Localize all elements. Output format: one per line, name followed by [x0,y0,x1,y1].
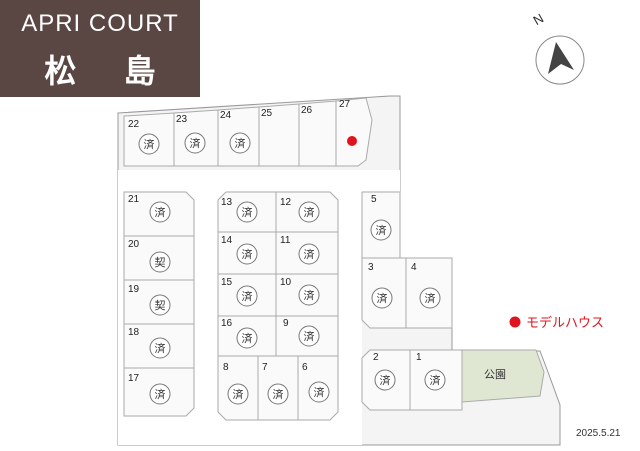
lot-26-number[interactable]: 26 [301,105,313,116]
lot-7-status-label: 済 [273,387,284,401]
compass: N [531,10,585,85]
lot-17-number[interactable]: 17 [128,373,140,384]
lot-13-number[interactable]: 13 [221,197,233,208]
lot-8-status-label: 済 [233,387,244,401]
north-arrow-icon [548,42,574,74]
lot-16-status-badge [236,327,258,349]
lot-2-status-badge [374,369,396,391]
lot-21-status-label: 済 [155,205,166,219]
lot-11-number[interactable]: 11 [280,235,291,246]
lot-15-number[interactable]: 15 [221,277,233,288]
lot-4-status-badge [419,287,441,309]
lot-5-status-badge [370,219,392,241]
lot-22-number[interactable]: 22 [128,119,140,130]
lot-row-top [123,97,373,167]
lot-19-status-label: 契 [155,298,166,312]
lot-3-status-badge [371,287,393,309]
lot-18-number[interactable]: 18 [128,327,140,338]
lot-11-status-label: 済 [304,247,315,261]
lot-10-number[interactable]: 10 [280,277,292,288]
lot-27-shape [335,97,373,167]
lot-24-status-badge [229,132,251,154]
lot-12-status-badge [298,201,320,223]
lot-3-number[interactable]: 3 [368,262,374,273]
lot-9-status-badge [298,325,320,347]
title-block: APRI COURT 松 島 [0,0,200,97]
lot-8-status-badge [227,383,249,405]
lot-10-status-badge [298,284,320,306]
lot-24-status-label: 済 [235,136,246,150]
lot-2-number[interactable]: 2 [373,352,379,363]
lot-6-number[interactable]: 6 [302,362,308,373]
lot-14-number[interactable]: 14 [221,235,233,246]
lot-19-status-badge [149,294,171,316]
legend-label: モデルハウス [526,315,604,331]
lot-10-status-label: 済 [304,288,315,302]
lot-8-number[interactable]: 8 [223,362,229,373]
lot-5-status-label: 済 [376,223,387,237]
lot-4-status-label: 済 [425,291,436,305]
lot-7-status-badge [267,383,289,405]
lot-1-status-label: 済 [430,373,441,387]
lot-25-number[interactable]: 25 [261,108,273,119]
park-label: 公園 [484,368,506,381]
lot-14-status-badge [236,243,258,265]
lot-22-status-badge [138,133,160,155]
lot-12-status-label: 済 [304,205,315,219]
lot-16-status-label: 済 [242,331,253,345]
lot-18-status-badge [149,337,171,359]
lot-20-status-label: 契 [155,255,166,269]
lot-7-number[interactable]: 7 [262,362,268,373]
lot-22-status-label: 済 [144,137,155,151]
lot-labels: 1済2済3済4済5済6済7済8済9済10済11済12済13済14済15済16済1… [128,99,446,405]
lot-16-shape [217,315,277,357]
lot-9-number[interactable]: 9 [283,318,289,329]
lot-19-number[interactable]: 19 [128,284,140,295]
lot-6-status-label: 済 [314,385,325,399]
lot-15-status-badge [236,285,258,307]
lot-11-status-badge [298,243,320,265]
date-label: 2025.5.21 [576,428,621,439]
model-house-marker [347,136,357,146]
lot-13-status-label: 済 [242,205,253,219]
lot-1-number[interactable]: 1 [416,352,422,363]
lot-4-number[interactable]: 4 [411,262,417,273]
lot-12-number[interactable]: 12 [280,197,292,208]
north-label: N [531,10,547,28]
lot-6-status-badge [308,381,330,403]
lot-20-number[interactable]: 20 [128,239,140,250]
lot-1-status-badge [424,369,446,391]
lot-14-status-label: 済 [242,247,253,261]
park-shape [461,349,545,403]
lot-13-status-badge [236,201,258,223]
title-japanese: 松 島 [44,52,174,90]
lot-23-status-badge [184,132,206,154]
lot-21-number[interactable]: 21 [128,194,140,205]
compass-ring [535,35,585,85]
lot-15-status-label: 済 [242,289,253,303]
lot-2-status-label: 済 [380,373,391,387]
lot-18-status-label: 済 [155,341,166,355]
lot-16-number[interactable]: 16 [221,318,233,329]
lot-23-number[interactable]: 23 [176,114,188,125]
lot-17-status-label: 済 [155,387,166,401]
legend: モデルハウス [509,315,604,331]
lot-21-status-badge [149,201,171,223]
legend-dot [509,316,521,328]
lot-24-number[interactable]: 24 [220,110,232,121]
lot-20-status-badge [149,251,171,273]
lot-column-right [361,191,545,411]
lot-17-status-badge [149,383,171,405]
title-english: APRI COURT [21,10,179,37]
lot-5-number[interactable]: 5 [371,194,377,205]
lot-3-status-label: 済 [377,291,388,305]
lot-27-number[interactable]: 27 [339,99,351,110]
lot-9-status-label: 済 [304,329,315,343]
lot-23-status-label: 済 [190,136,201,150]
